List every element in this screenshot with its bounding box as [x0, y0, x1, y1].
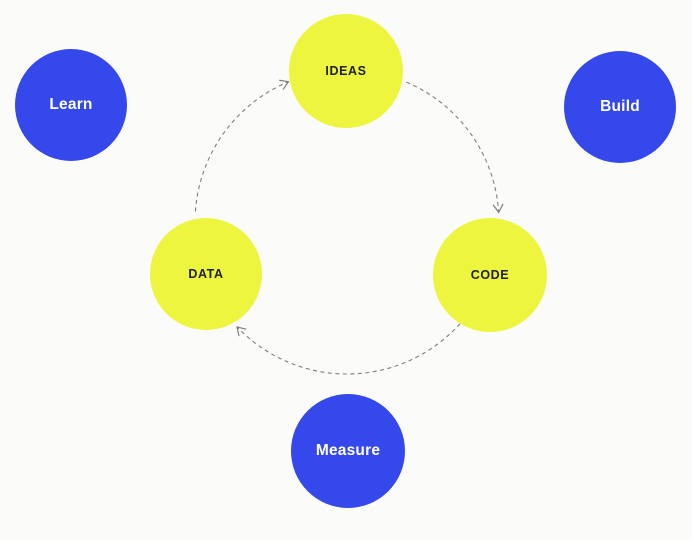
- node-code: CODE: [433, 218, 547, 332]
- node-data-label: DATA: [188, 267, 224, 281]
- edge-code-to-data: [236, 323, 461, 375]
- node-ideas: IDEAS: [289, 14, 403, 128]
- edge-ideas-to-code: [406, 81, 504, 214]
- node-data: DATA: [150, 218, 262, 330]
- node-learn-label: Learn: [49, 96, 93, 113]
- node-measure-label: Measure: [315, 442, 381, 459]
- node-ideas-label: IDEAS: [325, 64, 367, 78]
- node-measure: Measure: [291, 394, 405, 508]
- node-learn: Learn: [15, 49, 127, 161]
- edge-data-to-ideas: [194, 79, 290, 212]
- node-code-label: CODE: [470, 268, 510, 282]
- node-build-label: Build: [600, 98, 640, 115]
- node-build: Build: [564, 51, 676, 163]
